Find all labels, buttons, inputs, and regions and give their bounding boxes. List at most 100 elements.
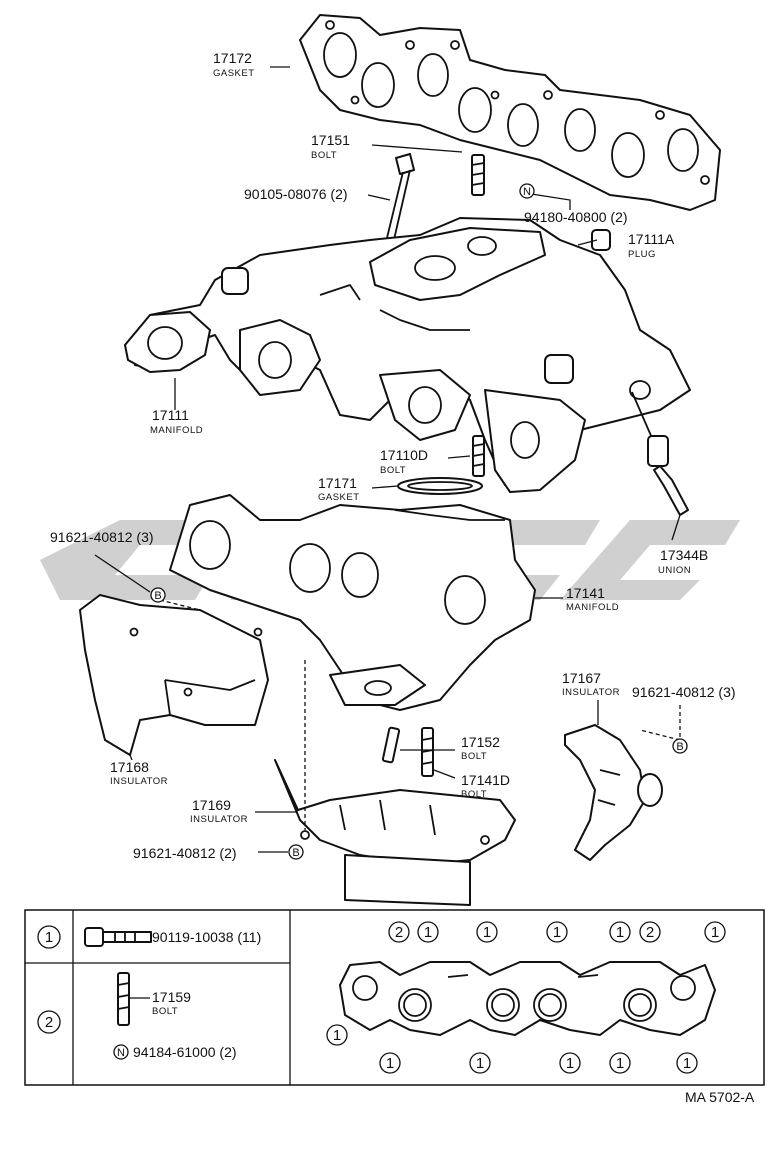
legend-stud-icon: [117, 972, 130, 1026]
svg-text:INSULATOR: INSULATOR: [110, 776, 168, 787]
svg-text:17171: 17171: [318, 475, 357, 491]
svg-text:1: 1: [553, 924, 561, 941]
svg-text:B: B: [676, 741, 683, 753]
svg-text:BOLT: BOLT: [461, 789, 487, 800]
svg-text:94180-40800 (2): 94180-40800 (2): [524, 209, 628, 225]
callout-17167: 17167 INSULATOR: [562, 670, 620, 698]
svg-text:90105-08076 (2): 90105-08076 (2): [244, 186, 348, 202]
svg-text:GASKET: GASKET: [318, 492, 360, 503]
svg-text:1: 1: [683, 1055, 691, 1072]
svg-text:1: 1: [424, 924, 432, 941]
callout-90105: 90105-08076 (2): [244, 186, 348, 202]
legend-table: 1 90119-10038 (11) 2 17159 BOLT N 94184-…: [24, 909, 765, 1086]
svg-text:17344B: 17344B: [660, 547, 708, 563]
svg-text:17152: 17152: [461, 734, 500, 750]
svg-text:INSULATOR: INSULATOR: [562, 687, 620, 698]
svg-text:GASKET: GASKET: [213, 68, 255, 79]
svg-text:1: 1: [616, 1055, 624, 1072]
insulator-17167: [564, 724, 663, 861]
callout-17169: 17169 INSULATOR: [190, 797, 248, 825]
bolt-17110d: [472, 435, 485, 477]
callout-17111a: 17111A PLUG: [628, 231, 675, 260]
svg-text:17168: 17168: [110, 759, 149, 775]
legend-top-keys: 2 1 1 1 1 2 1: [388, 921, 726, 943]
svg-text:17111A: 17111A: [628, 231, 675, 247]
marker-b-1: B: [150, 587, 166, 603]
svg-text:2: 2: [395, 924, 403, 941]
svg-text:N: N: [117, 1047, 125, 1059]
svg-text:17141: 17141: [566, 585, 605, 601]
figure-code: MA 5702-A: [685, 1089, 755, 1105]
svg-text:1: 1: [566, 1055, 574, 1072]
bolt-17141d: [421, 727, 434, 777]
bolt-90105: [385, 153, 415, 245]
svg-text:INSULATOR: INSULATOR: [190, 814, 248, 825]
legend-nut-marker: N: [113, 1044, 129, 1060]
marker-b-2: B: [672, 738, 688, 754]
callout-17141d: 17141D BOLT: [461, 772, 510, 800]
svg-text:17151: 17151: [311, 132, 350, 148]
svg-text:2: 2: [45, 1014, 53, 1031]
legend-bottom-keys: 1 1 1 1 1: [379, 1052, 698, 1074]
svg-text:B: B: [292, 847, 299, 859]
callout-17110d: 17110D BOLT: [380, 447, 428, 476]
manifold-17111: [124, 217, 691, 493]
svg-text:BOLT: BOLT: [380, 465, 406, 476]
insulator-17169: [274, 759, 516, 906]
gasket-17172: [299, 14, 721, 211]
legend-part-1: 90119-10038 (11): [152, 929, 261, 945]
svg-text:B: B: [154, 590, 161, 602]
bolt-17151: [471, 154, 485, 196]
svg-text:17111: 17111: [152, 407, 189, 423]
legend-key-1: 1: [37, 925, 61, 949]
svg-text:91621-40812 (2): 91621-40812 (2): [133, 845, 237, 861]
callout-17172: 17172 GASKET: [213, 50, 255, 79]
callout-91621-right: 91621-40812 (3): [632, 684, 736, 700]
svg-text:17169: 17169: [192, 797, 231, 813]
callout-17171: 17171 GASKET: [318, 475, 360, 503]
svg-text:1: 1: [333, 1027, 341, 1044]
manifold-17141: [169, 494, 536, 711]
insulator-17168: [79, 594, 269, 756]
callout-17344b: 17344B UNION: [658, 547, 708, 576]
legend-part-2-name: BOLT: [152, 1006, 178, 1017]
gasket-17171: [397, 477, 483, 495]
bolt-17152: [381, 726, 401, 764]
svg-text:MANIFOLD: MANIFOLD: [566, 602, 619, 613]
svg-text:MANIFOLD: MANIFOLD: [150, 425, 203, 436]
svg-text:1: 1: [711, 924, 719, 941]
plug-17111a: [591, 229, 611, 251]
legend-gasket-pattern: [339, 961, 716, 1036]
callout-94180: 94180-40800 (2): [524, 209, 628, 225]
svg-text:17167: 17167: [562, 670, 601, 686]
svg-text:17141D: 17141D: [461, 772, 510, 788]
svg-text:UNION: UNION: [658, 565, 691, 576]
svg-text:PLUG: PLUG: [628, 249, 656, 260]
svg-text:91621-40812 (3): 91621-40812 (3): [632, 684, 736, 700]
svg-text:N: N: [523, 186, 531, 198]
callout-17152: 17152 BOLT: [461, 734, 500, 762]
callout-91621-left: 91621-40812 (3): [50, 529, 154, 545]
callout-17111: 17111 MANIFOLD: [150, 407, 203, 436]
svg-text:1: 1: [616, 924, 624, 941]
legend-key-2: 2: [37, 1010, 61, 1034]
callout-91621-bottom: 91621-40812 (2): [133, 845, 237, 861]
legend-bolt-icon: [84, 927, 152, 947]
svg-text:1: 1: [483, 924, 491, 941]
svg-text:91621-40812 (3): 91621-40812 (3): [50, 529, 154, 545]
svg-text:2: 2: [646, 924, 654, 941]
svg-text:1: 1: [386, 1055, 394, 1072]
svg-text:17172: 17172: [213, 50, 252, 66]
marker-n-1: N: [519, 183, 535, 199]
svg-text:1: 1: [476, 1055, 484, 1072]
svg-text:1: 1: [45, 929, 53, 946]
legend-nut-part: 94184-61000 (2): [133, 1044, 237, 1060]
callout-17168: 17168 INSULATOR: [110, 759, 168, 787]
svg-text:17110D: 17110D: [380, 447, 428, 463]
legend-left-key: 1: [326, 1024, 348, 1046]
legend-part-2: 17159: [152, 989, 191, 1005]
callout-17141: 17141 MANIFOLD: [566, 585, 619, 613]
callout-17151: 17151 BOLT: [311, 132, 350, 161]
